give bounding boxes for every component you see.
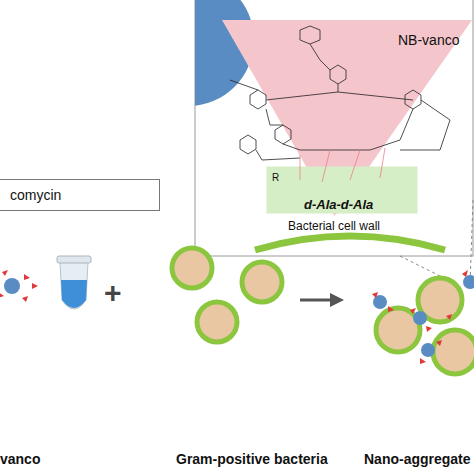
node-text: R <box>272 172 279 183</box>
nano-aggregate <box>372 270 474 374</box>
bacteria <box>172 248 282 342</box>
node-fill <box>0 180 160 211</box>
node-fill <box>222 20 472 216</box>
zoom-line <box>470 200 473 285</box>
node-fill <box>267 167 418 214</box>
label-box: comycin <box>0 179 160 211</box>
label-box: d-Ala-d-Ala R <box>266 166 418 214</box>
nb-vanco-particle <box>0 270 38 302</box>
process-arrow <box>300 293 344 307</box>
zoom-panel <box>195 0 473 256</box>
caption-label: Gram-positive bacteria <box>176 451 328 467</box>
caption-label: Nano-aggregate <box>364 451 471 467</box>
cell-wall-arc <box>255 236 445 250</box>
caption-label: + <box>104 276 122 310</box>
caption-label: vanco <box>0 451 40 467</box>
node-text: d-Ala-d-Ala <box>304 197 373 212</box>
node-text: NB-vanco <box>398 32 459 48</box>
node-text: comycin <box>10 187 61 203</box>
caption-label: Bacterial cell wall <box>288 219 380 233</box>
sample-tube <box>57 256 91 309</box>
